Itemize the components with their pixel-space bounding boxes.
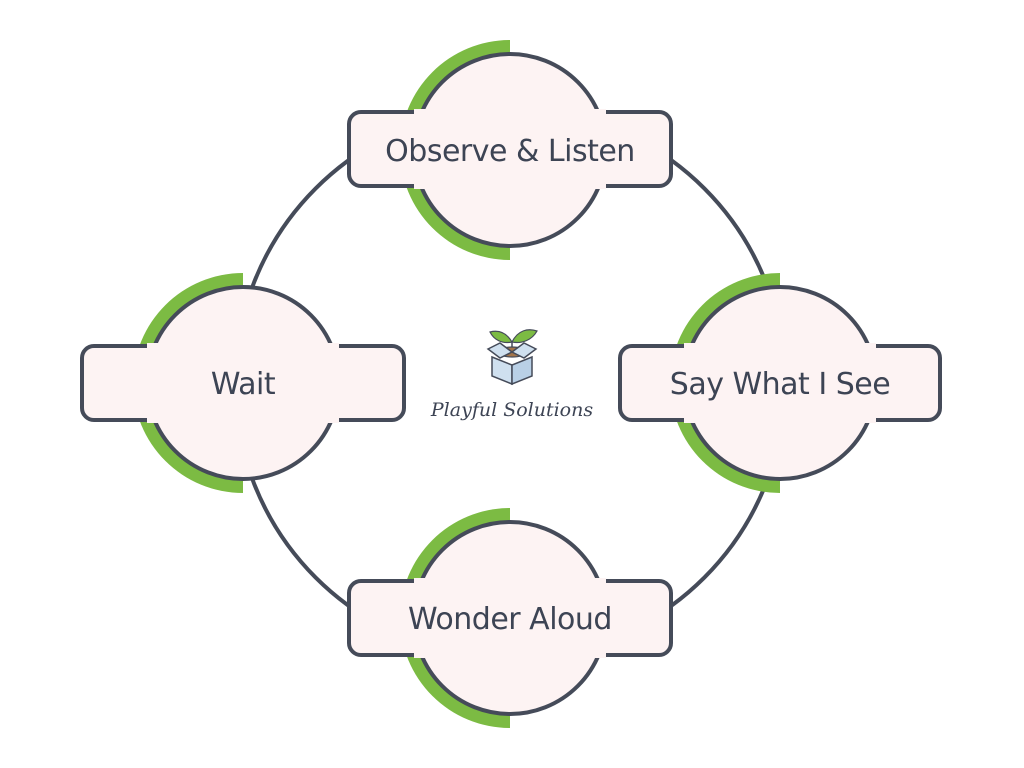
node-left: Wait [80, 273, 406, 493]
node-bottom-label: Wonder Aloud [408, 602, 612, 637]
logo: Playful Solutions [430, 329, 593, 421]
node-top: Observe & Listen [347, 40, 673, 260]
node-top-label: Observe & Listen [385, 134, 635, 169]
node-right-label: Say What I See [670, 367, 890, 402]
node-bottom: Wonder Aloud [347, 508, 673, 728]
node-right: Say What I See [618, 273, 942, 493]
node-left-label: Wait [211, 367, 276, 402]
sprout-box-icon [486, 329, 538, 386]
logo-text: Playful Solutions [430, 399, 593, 421]
